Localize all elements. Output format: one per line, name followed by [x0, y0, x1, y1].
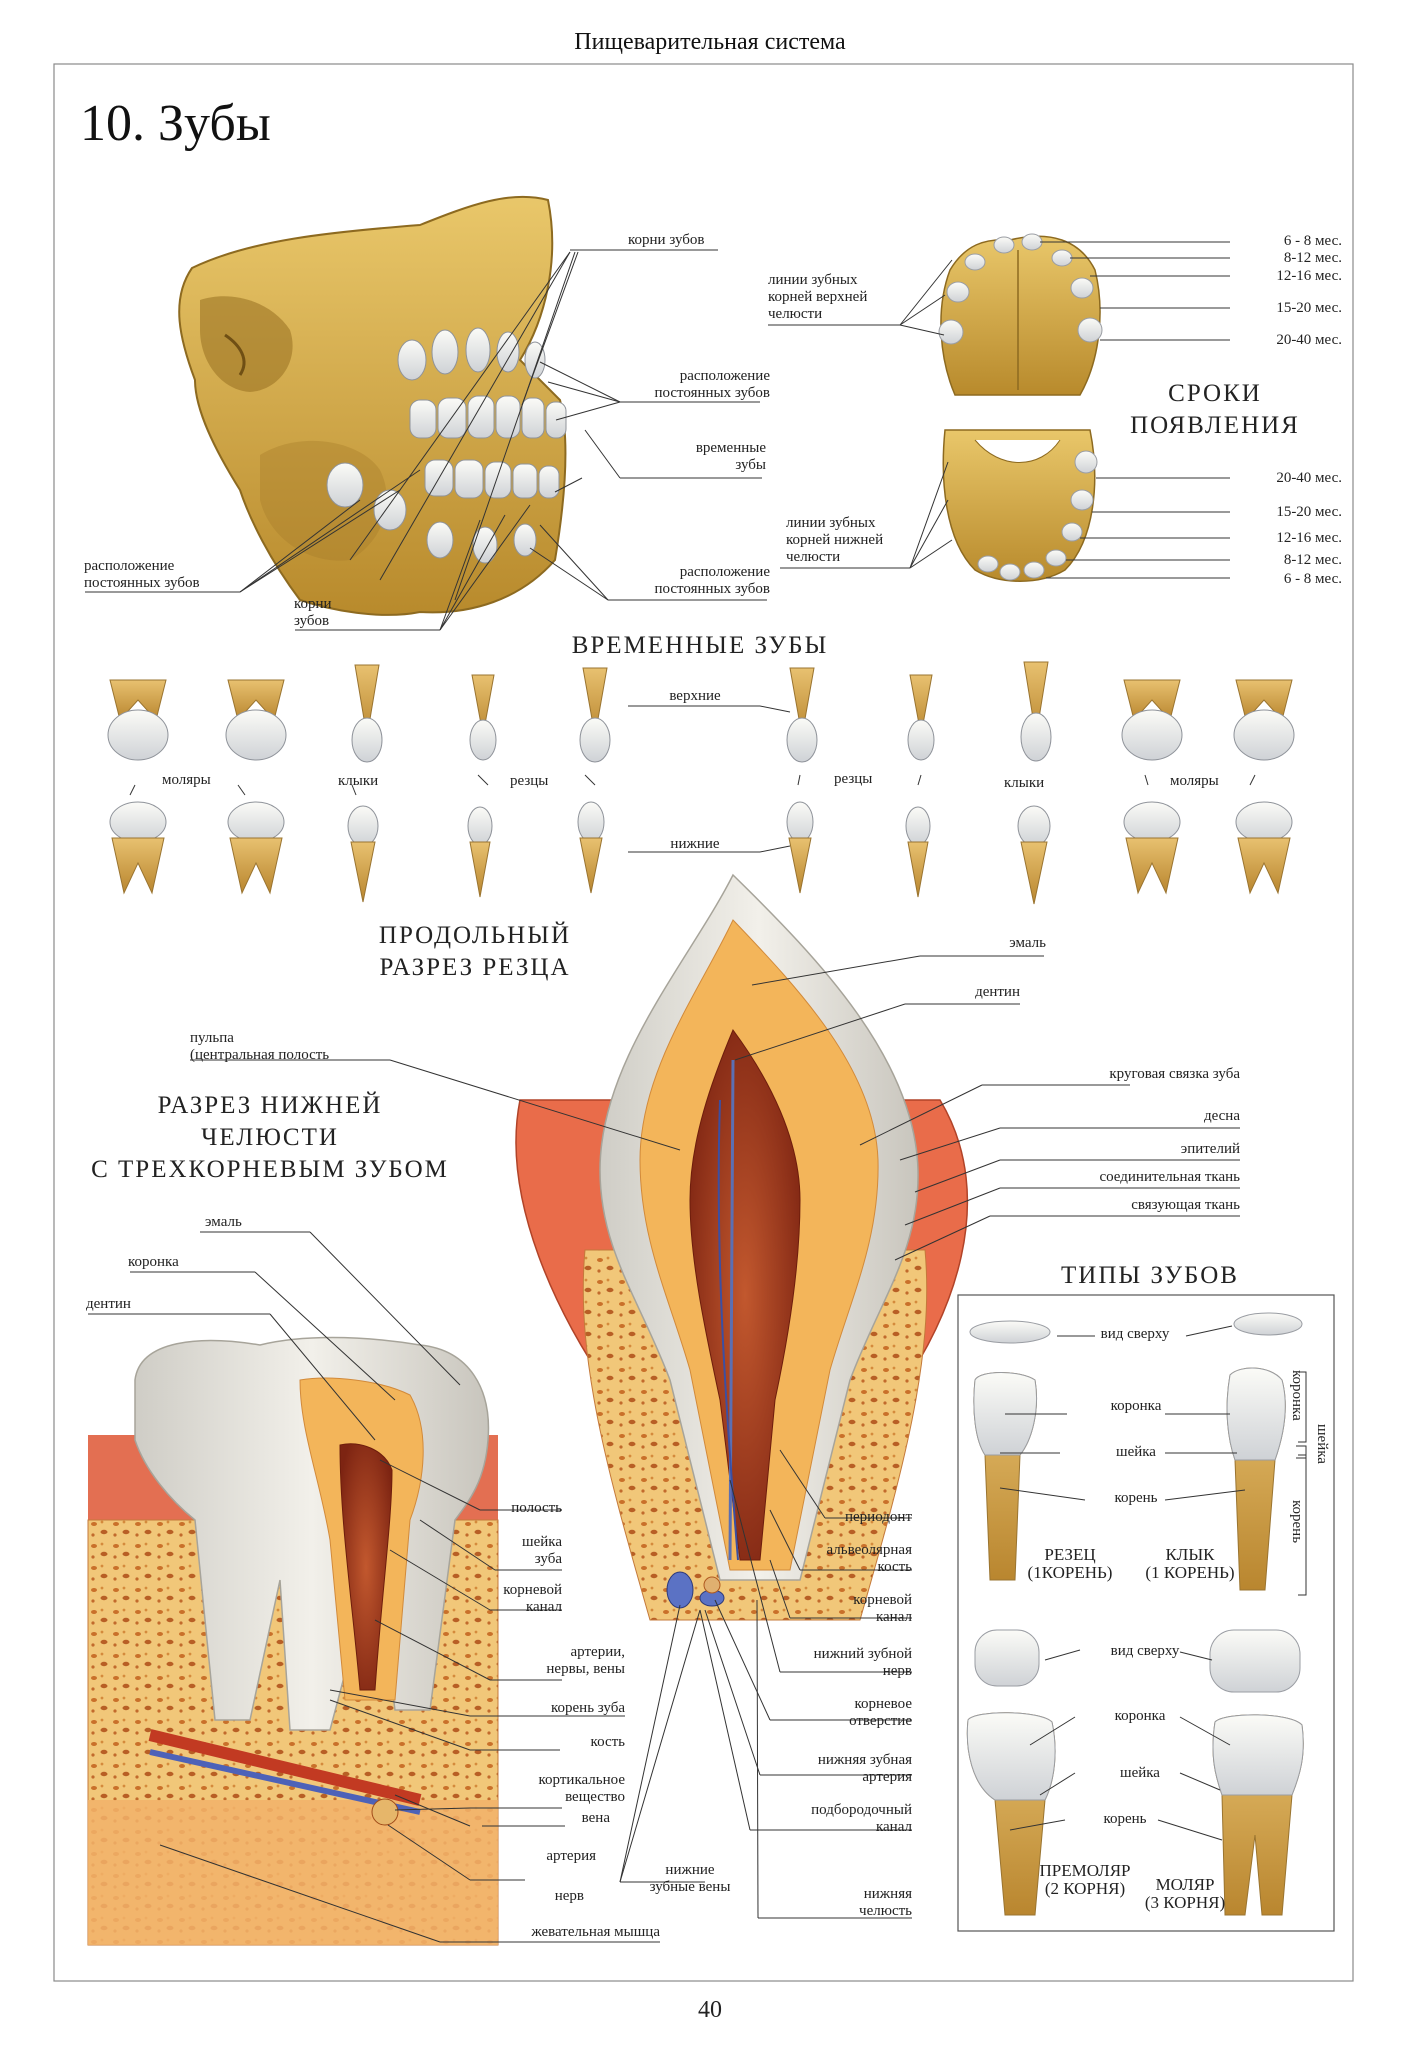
label-crown: коронка: [1110, 1398, 1162, 1414]
label-top-view-2: вид сверху: [1110, 1643, 1180, 1659]
label-nizhn-chelyust: нижняя челюсть: [859, 1886, 912, 1919]
label-molar: МОЛЯР (3 КОРНЯ): [1144, 1875, 1226, 1912]
incisor-section-title: ПРОДОЛЬНЫЙ РАЗРЕЗ РЕЗЦА: [378, 922, 572, 981]
lower-time-5: 6 - 8 мес.: [1283, 571, 1342, 587]
incisor-section-illustration: [515, 873, 969, 1621]
label-kost: кость: [590, 1734, 625, 1750]
label-podborod: подбородочный канал: [811, 1802, 912, 1835]
label-desna: десна: [1203, 1108, 1240, 1124]
label-canines-right: клыки: [1004, 775, 1045, 791]
types-title: ТИПЫ ЗУБОВ: [1061, 1262, 1239, 1289]
label-nizhniy-nerv: нижний зубной нерв: [813, 1646, 912, 1679]
label-upper: верхние: [669, 688, 721, 704]
label-kornevoy-kanal: корневой канал: [853, 1592, 912, 1625]
label-koren-zuba: корень зуба: [550, 1700, 625, 1716]
label-molars-left: моляры: [162, 772, 211, 788]
upper-time-4: 15-20 мес.: [1276, 300, 1342, 316]
lower-time-4: 8-12 мес.: [1283, 552, 1342, 568]
label-periodont: периодонт: [845, 1509, 912, 1525]
lower-time-3: 12-16 мес.: [1276, 530, 1342, 546]
label-vremennye: временные зубы: [695, 440, 766, 473]
label-incisor: РЕЗЕЦ (1КОРЕНЬ): [1027, 1545, 1113, 1582]
label-jaw-dentin: дентин: [86, 1296, 131, 1312]
lower-jaw-illustration: [942, 429, 1098, 582]
label-nizhn-arteriya: нижняя зубная артерия: [817, 1752, 912, 1785]
label-upper-lines: линии зубных корней верхней челюсти: [768, 272, 868, 322]
label-korni-bottom: корни зубов: [294, 596, 332, 629]
label-molars-right: моляры: [1170, 773, 1219, 789]
temporary-teeth-row: [107, 661, 1295, 905]
label-premolar: ПРЕМОЛЯР (2 КОРНЯ): [1039, 1861, 1131, 1898]
label-crown-2: коронка: [1114, 1708, 1166, 1724]
label-zhevat: жевательная мышца: [531, 1924, 660, 1940]
label-sheyka-zuba: шейка зуба: [522, 1534, 562, 1567]
jaw-section-title: РАЗРЕЗ НИЖНЕЙ ЧЕЛЮСТИ С ТРЕХКОРНЕВЫМ ЗУБ…: [91, 1092, 449, 1183]
label-root: корень: [1114, 1490, 1158, 1506]
label-postoyannye-left: расположение постоянных зубов: [84, 558, 200, 591]
upper-jaw-illustration: [938, 233, 1103, 396]
page-title: 10. Зубы: [80, 95, 271, 152]
label-emal: эмаль: [1009, 935, 1046, 951]
label-canine: КЛЫК (1 КОРЕНЬ): [1145, 1545, 1235, 1582]
label-kornevoe-otv: корневое отверстие: [849, 1696, 912, 1729]
page-number: 40: [698, 1997, 722, 2023]
side-label-crown: коронка: [1289, 1370, 1305, 1421]
label-lower-lines: линии зубных корней нижней челюсти: [786, 515, 884, 565]
label-top-view: вид сверху: [1100, 1326, 1170, 1342]
label-arteriya: артерия: [546, 1848, 596, 1864]
label-jaw-koronka: коронка: [128, 1254, 179, 1270]
side-label-root: корень: [1289, 1500, 1305, 1544]
jaw-section-illustration: [87, 1336, 499, 1946]
label-canines-left: клыки: [338, 773, 379, 789]
temporary-title: ВРЕМЕННЫЕ ЗУБЫ: [571, 632, 829, 659]
label-nerv: нерв: [554, 1888, 584, 1904]
chapter-header: Пищеварительная система: [574, 29, 846, 55]
label-jaw-emal: эмаль: [205, 1214, 242, 1230]
label-neck-2: шейка: [1120, 1765, 1160, 1781]
leader-lines: [85, 241, 1256, 1943]
eruption-title: СРОКИ ПОЯВЛЕНИЯ: [1130, 380, 1300, 439]
label-krugovaya: круговая связка зуба: [1109, 1066, 1240, 1082]
label-postoyannye-right: расположение постоянных зубов: [654, 368, 770, 401]
lower-time-1: 20-40 мес.: [1276, 470, 1342, 486]
lower-time-2: 15-20 мес.: [1276, 504, 1342, 520]
label-pulp: пульпа (центральная полость: [190, 1030, 330, 1063]
upper-time-1: 6 - 8 мес.: [1283, 233, 1342, 249]
label-korni-top: корни зубов: [628, 232, 705, 248]
label-kortikal: кортикальное вещество: [538, 1772, 625, 1805]
label-jaw-kanal: корневой канал: [503, 1582, 562, 1615]
label-svyazuyush: связующая ткань: [1131, 1197, 1240, 1213]
label-arterii-nervy: артерии, нервы, вены: [546, 1644, 625, 1677]
label-incisors-right: резцы: [834, 771, 873, 787]
label-postoyannye-lower: расположение постоянных зубов: [654, 564, 770, 597]
label-soedinit: соединительная ткань: [1099, 1169, 1240, 1185]
label-neck: шейка: [1116, 1444, 1156, 1460]
label-epiteliy: эпителий: [1180, 1141, 1240, 1157]
side-label-neck: шейка: [1314, 1424, 1330, 1464]
label-root-2: корень: [1103, 1811, 1147, 1827]
label-dentin: дентин: [975, 984, 1020, 1000]
upper-time-2: 8-12 мес.: [1283, 250, 1342, 266]
upper-time-3: 12-16 мес.: [1276, 268, 1342, 284]
label-alveol: альвеолярная кость: [826, 1542, 912, 1575]
label-incisors-left: резцы: [510, 773, 549, 789]
types-box: [957, 1294, 1335, 1932]
upper-time-5: 20-40 мес.: [1276, 332, 1342, 348]
label-polost: полость: [511, 1500, 562, 1516]
page-frame: [53, 63, 1354, 1982]
label-vena: вена: [581, 1810, 610, 1826]
skull-illustration: [178, 195, 567, 616]
label-lower: нижние: [670, 836, 720, 852]
label-lower-veins: нижние зубные вены: [649, 1862, 731, 1895]
